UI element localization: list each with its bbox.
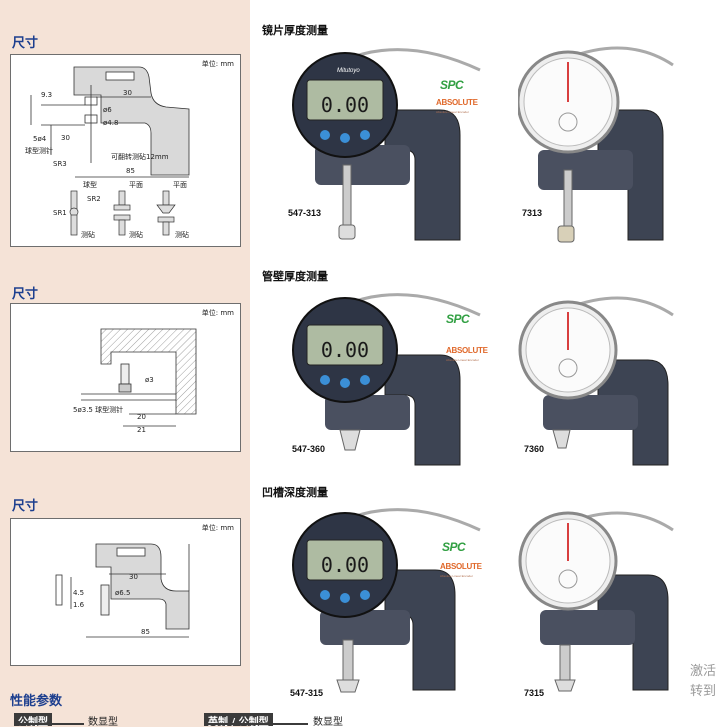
category-title-groove: 凹槽深度测量 — [262, 486, 328, 499]
performance-title: 性能参数 — [10, 694, 63, 709]
dim-30: 30 — [129, 573, 138, 581]
dial-gauge-image-7360 — [518, 296, 674, 466]
unit-label: 单位: mm — [201, 60, 234, 68]
gauge-display-value: 0.00 — [321, 93, 369, 117]
dim-dia-4-8: ø4.8 — [103, 119, 118, 127]
dim-sr3: SR3 — [53, 160, 67, 168]
anvil-label-1: 测砧 — [81, 230, 95, 239]
activation-watermark-line1: 激活 — [690, 663, 717, 678]
dim-4-5: 4.5 — [73, 589, 84, 597]
digital-gauge-image-547-360: 0.00 — [292, 293, 481, 466]
dim-30-top: 30 — [123, 89, 132, 97]
dial-gauge-image-7313 — [518, 46, 674, 243]
ball-stylus-3-5-label: 5ø3.5 球型测针 — [73, 405, 123, 414]
dim-dia-3: ø3 — [145, 376, 154, 384]
digital-gauge-image-547-315: 0.00 — [292, 508, 481, 693]
model-7360: 7360 — [524, 444, 545, 454]
dim-5-dia-4: 5ø4 — [33, 135, 47, 143]
tab-metric-type[interactable]: 公制型 — [14, 713, 52, 728]
ball-stylus-label: 球型测针 — [25, 146, 53, 155]
dim-dia-6: ø6 — [103, 106, 112, 114]
tab-underline — [204, 723, 308, 725]
dim-20: 20 — [137, 413, 146, 421]
tab-inch-metric-digital-label: 数显型 — [313, 717, 343, 728]
category-title-tube: 管壁厚度测量 — [262, 270, 328, 283]
tab-metric-digital-label: 数显型 — [88, 717, 118, 728]
dim-sr2: SR2 — [87, 195, 101, 203]
section-title-dimensions-3: 尺寸 — [12, 499, 39, 514]
absolute-logo: ABSOLUTE — [436, 98, 478, 107]
absolute-logo: ABSOLUTE — [446, 346, 488, 355]
activation-watermark-line2: 转到 — [690, 683, 717, 698]
reversible-anvil-label: 可翻转测砧12mm — [111, 152, 169, 161]
unit-label: 单位: mm — [201, 524, 234, 532]
dim-9-3: 9.3 — [41, 91, 52, 99]
dimension-drawing-3: 单位: mm 30 ø6.5 4.5 1.6 85 — [10, 518, 241, 666]
anvil-label-3: 测砧 — [175, 230, 189, 239]
spc-logo: SPC — [440, 78, 464, 92]
spc-logo: SPC — [442, 540, 466, 554]
model-547-315: 547-315 — [290, 688, 324, 698]
absolute-logo-subtitle: Absolute Linear Encoder — [440, 574, 473, 578]
tip-type-flat-1: 平面 — [129, 181, 143, 189]
tab-inch-metric-type[interactable]: 英制 / 公制型 — [204, 713, 273, 728]
model-547-360: 547-360 — [292, 444, 326, 454]
category-title-lens: 镜片厚度测量 — [262, 24, 328, 37]
dim-1-6: 1.6 — [73, 601, 85, 609]
dim-85: 85 — [126, 167, 135, 175]
tab-underline — [14, 723, 84, 725]
model-7313: 7313 — [522, 208, 543, 218]
dial-gauge-image-7315 — [518, 511, 674, 692]
unit-label: 单位: mm — [201, 309, 234, 317]
dim-21: 21 — [137, 426, 146, 434]
dim-sr1: SR1 — [53, 209, 67, 217]
tip-type-flat-2: 平面 — [173, 181, 187, 189]
digital-gauge-image-547-313: 0.00 Mitutoyo — [292, 48, 481, 241]
dim-dia-6-5: ø6.5 — [115, 589, 130, 597]
dim-85: 85 — [141, 628, 150, 636]
absolute-logo-subtitle: Absolute Linear Encoder — [436, 110, 469, 114]
dimension-drawing-1: 单位: mm 9.3 30 ø6 ø4.8 30 5ø4 球型测针 SR3 可翻… — [10, 54, 241, 247]
model-7315: 7315 — [524, 688, 545, 698]
tip-type-ball: 球型 — [83, 180, 97, 189]
section-title-dimensions-2: 尺寸 — [12, 287, 39, 302]
brand-label: Mitutoyo — [337, 68, 360, 74]
model-547-313: 547-313 — [288, 208, 322, 218]
gauge-display-value: 0.00 — [321, 553, 369, 577]
dimension-drawing-2: 单位: mm ø3 5ø3.5 球型测针 20 21 — [10, 303, 241, 452]
absolute-logo: ABSOLUTE — [440, 562, 482, 571]
dim-30-side: 30 — [61, 134, 70, 142]
anvil-label-2: 测砧 — [129, 230, 143, 239]
spc-logo: SPC — [446, 312, 470, 326]
gauge-display-value: 0.00 — [321, 338, 369, 362]
absolute-logo-subtitle: Absolute Linear Encoder — [446, 358, 479, 362]
section-title-dimensions-1: 尺寸 — [12, 36, 39, 51]
